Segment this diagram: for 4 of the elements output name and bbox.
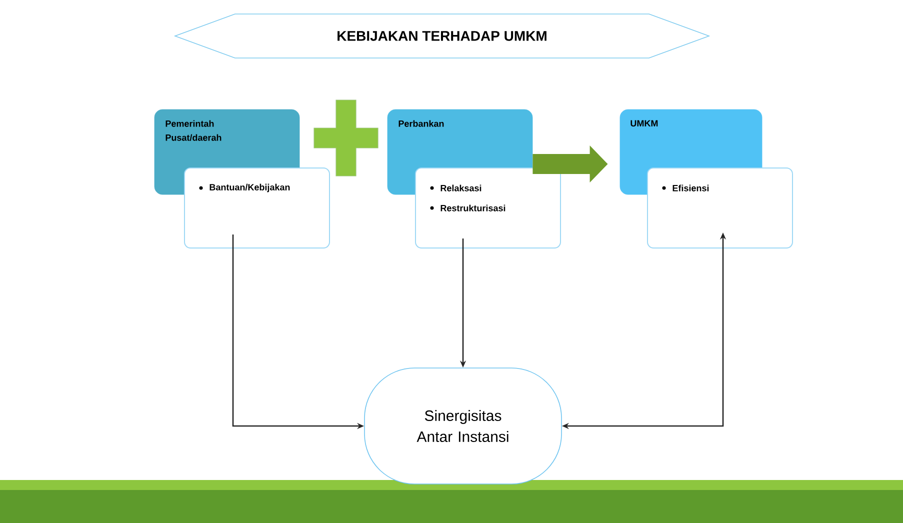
plus-sign <box>314 100 378 176</box>
list-box: Bantuan/Kebijakan <box>184 168 330 248</box>
list-box: Efisiensi <box>647 168 793 248</box>
list-box: Relaksasi Restrukturisasi <box>415 168 561 248</box>
